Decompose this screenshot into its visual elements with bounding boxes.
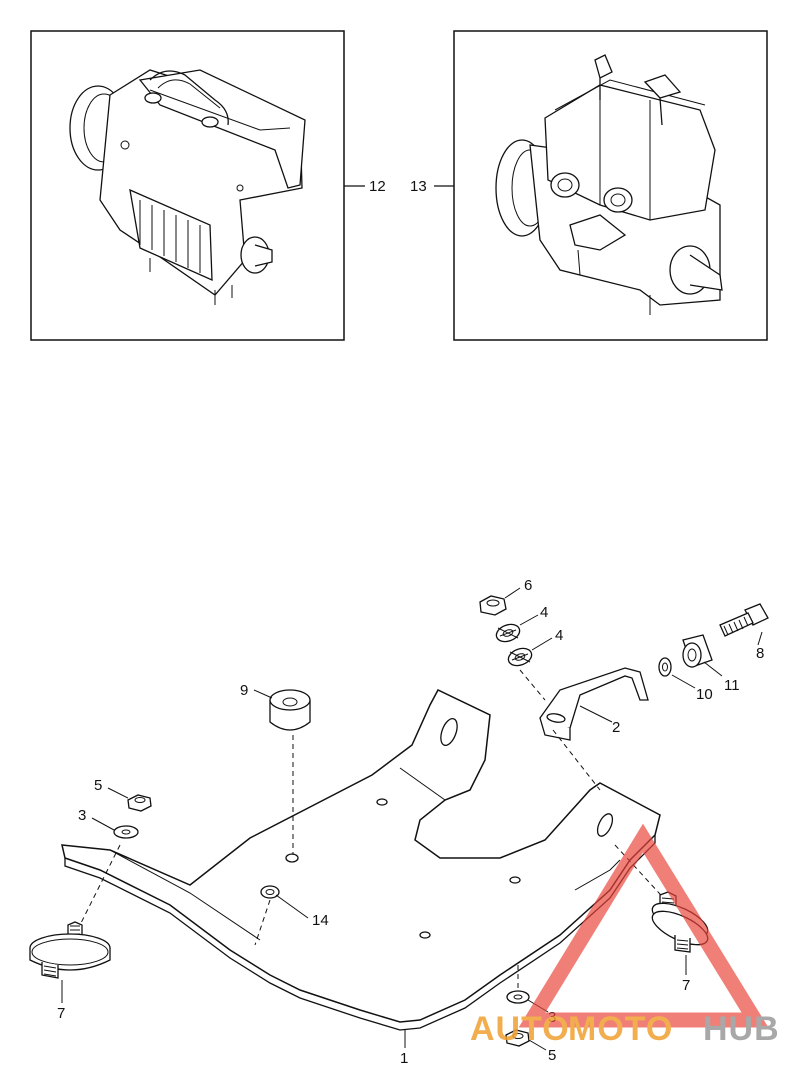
watermark-text-auto: AUTO [470, 1010, 570, 1048]
callout-6: 6 [524, 577, 532, 594]
callout-7-left: 7 [57, 1005, 65, 1022]
callout-5-left: 5 [94, 777, 102, 794]
bolt-8 [719, 603, 769, 637]
engine-illustration-12 [69, 69, 306, 305]
lock-washer-4-lower [507, 647, 533, 667]
callout-14: 14 [312, 912, 329, 929]
callout-2: 2 [612, 719, 620, 736]
bracket-2 [539, 667, 649, 741]
callout-8: 8 [756, 645, 764, 662]
callout-4-upper: 4 [540, 604, 548, 621]
mounting-plate-assembly: 9 5 3 7 14 1 [29, 577, 769, 1067]
lock-washer-4-upper [495, 623, 521, 643]
rubber-mount-7-left [29, 921, 111, 979]
nut-6 [479, 595, 507, 616]
rubber-bumper-9 [269, 689, 311, 731]
callout-5-right: 5 [548, 1047, 556, 1064]
engine-panel-12: 12 [30, 30, 386, 341]
bushing-11 [682, 634, 713, 668]
watermark-text-moto: MOTO [568, 1010, 673, 1048]
ring-10 [658, 657, 672, 677]
engine-panel-13: 13 [410, 30, 768, 341]
callout-4-lower: 4 [555, 627, 563, 644]
washer-3-left [113, 825, 139, 839]
washer-3-right [506, 990, 530, 1004]
callout-11: 11 [724, 677, 740, 694]
watermark-text-hub: HUB [703, 1010, 780, 1048]
nut-5-left [127, 794, 152, 812]
automotohub-watermark: AUTO MOTO HUB [470, 823, 780, 1048]
callout-10: 10 [696, 686, 713, 703]
callout-9: 9 [240, 682, 248, 699]
callout-13: 13 [410, 178, 427, 195]
callout-1: 1 [400, 1050, 408, 1067]
engine-mounting-plate [61, 689, 661, 1023]
engine-illustration-13 [495, 54, 723, 315]
callout-3-left: 3 [78, 807, 86, 824]
nut-5-right [505, 1029, 530, 1047]
callout-12: 12 [369, 178, 386, 195]
callout-7-right: 7 [682, 977, 690, 994]
